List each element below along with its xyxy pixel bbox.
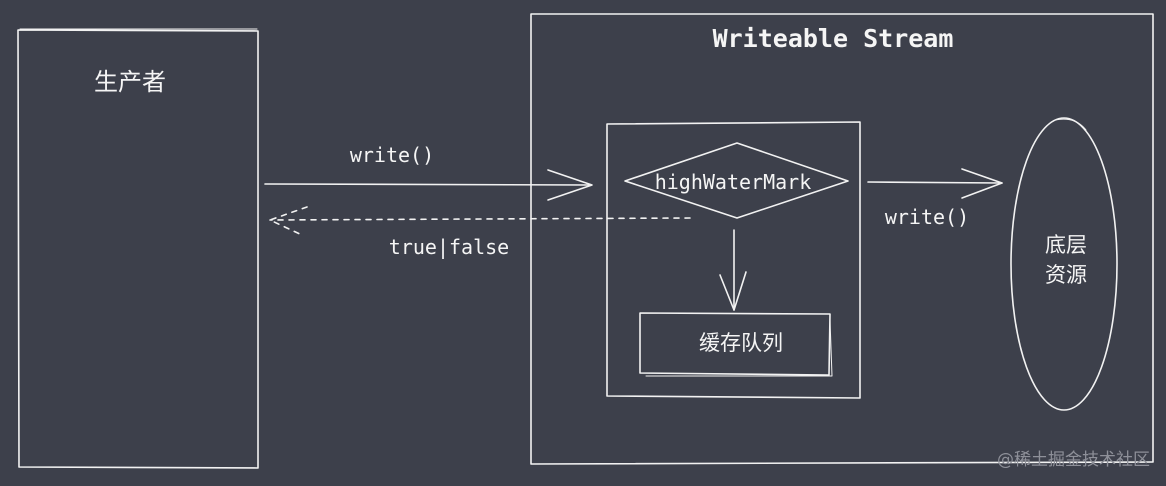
write-arrow: write()	[264, 143, 593, 201]
stream-title: Writeable Stream	[713, 24, 954, 53]
inner-buffer-box	[606, 121, 861, 399]
buffer-queue-label: 缓存队列	[699, 331, 783, 355]
return-label: true|false	[389, 235, 509, 259]
write-label: write()	[350, 143, 434, 167]
producer-box: 生产者	[17, 28, 259, 469]
buffer-queue-box: 缓存队列	[639, 312, 833, 377]
write-resource-label: write()	[885, 205, 969, 229]
write-resource-arrow: write()	[867, 168, 1003, 229]
producer-label: 生产者	[94, 68, 166, 96]
highwatermark-diamond: highWaterMark	[624, 142, 849, 219]
underlying-resource: 底层 资源	[1010, 117, 1118, 411]
highwatermark-label: highWaterMark	[655, 170, 812, 194]
resource-label-line2: 资源	[1045, 263, 1087, 287]
return-arrow: true|false	[269, 206, 691, 259]
watermark: @稀土掘金技术社区	[997, 450, 1150, 470]
down-arrow	[719, 229, 747, 311]
resource-label-line1: 底层	[1045, 233, 1087, 257]
writeable-stream-box: Writeable Stream	[530, 13, 1154, 465]
